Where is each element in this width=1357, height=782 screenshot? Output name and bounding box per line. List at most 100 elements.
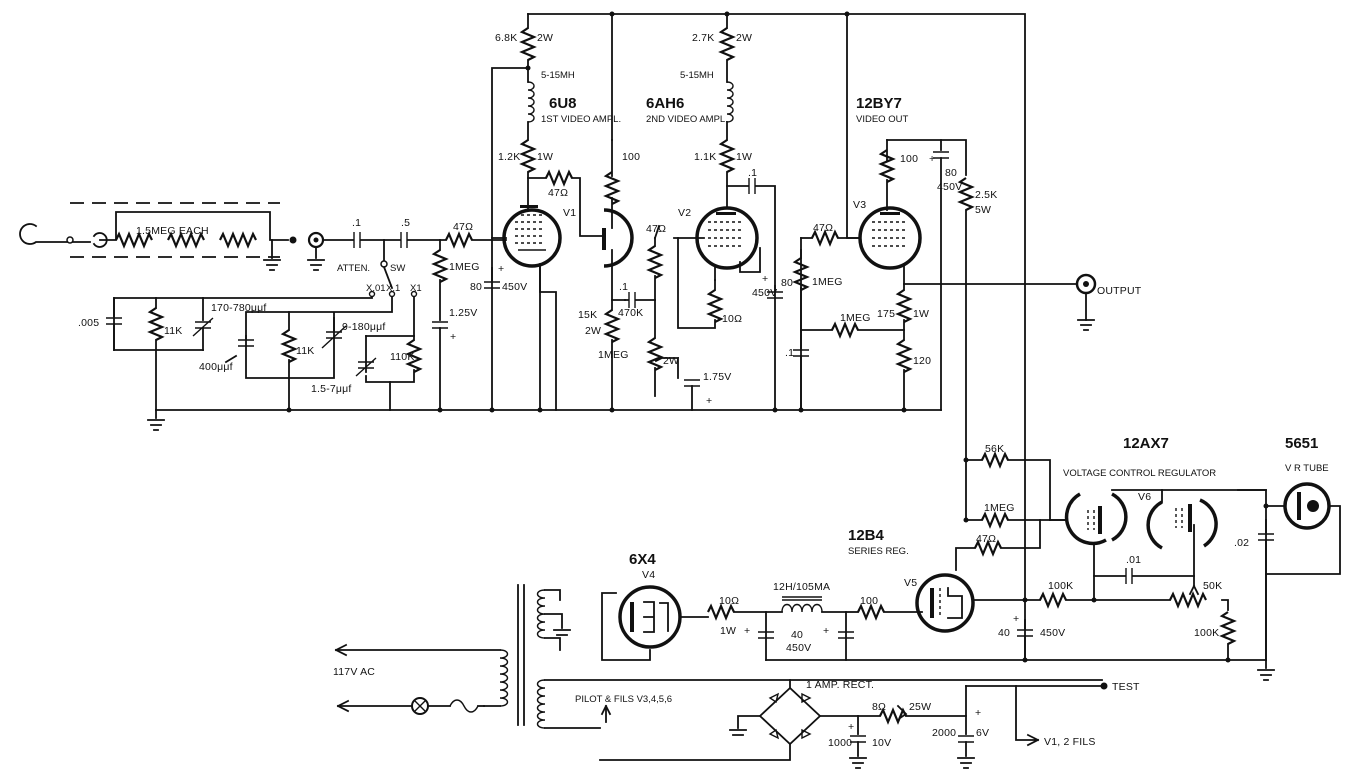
rect-label: 1 AMP. RECT. [806,679,874,691]
v3-stage [792,139,1077,521]
r-1-1k-label: 1.1K [694,151,716,163]
r-47-v5-label: 47Ω [976,533,996,545]
v3-function: VIDEO OUT [856,114,908,125]
r-2-5k-label: 2.5K [975,189,997,201]
c-40-flt-label: 40 [791,629,803,641]
c-80-v2-volts: 450V [752,287,777,299]
c-0-01-label: .01 [1126,554,1141,566]
r-47-in-label: 47Ω [453,221,473,233]
r-100-v2-label: 100 [622,151,640,163]
choke-label: 12H/105MA [773,581,830,593]
v1-grid-network [431,239,500,411]
vr-type: 5651 [1285,435,1318,452]
v1-triode-section [602,139,634,411]
v2-type: 6AH6 [646,95,684,112]
r-10-v4-watt: 1W [720,625,736,637]
r-2-5k-watt: 5W [975,204,991,216]
atten-label: ATTEN. [337,263,370,274]
c-40-v5-volts: 450V [1040,627,1065,639]
r-6-8k-label: 6.8K [495,32,517,44]
fils-label: V1, 2 FILS [1044,736,1096,748]
r-100-v5-label: 100 [860,595,878,607]
ground-bus [147,407,942,431]
v5-function: SERIES REG. [848,546,909,557]
r-110k-label: 110K [390,351,415,363]
x01-label: X.01 [366,283,386,294]
r-1meg-pot-watt: 2W [663,355,679,367]
r-2-7k-watt: 2W [736,32,752,44]
r-8-label: 8Ω [872,701,886,713]
output-jack [1075,273,1097,331]
r-1-2k-label: 1.2K [498,151,520,163]
v5-type: 12B4 [848,527,885,544]
r-47-v3-label: 47Ω [813,222,833,234]
attenuator-network [106,290,423,411]
r-100k-b-label: 100K [1194,627,1219,639]
c-1-25-plus: + [450,331,456,343]
r-100-v3-label: 100 [900,153,918,165]
c-80-v2-plus: + [762,273,768,285]
c-02-label: .02 [1234,537,1249,549]
v2-cathode-cap [767,285,783,299]
v1-plate-chain [491,13,605,411]
r-1-2k-watt: 1W [537,151,553,163]
c-2000-volts: 6V [976,727,989,739]
c-80-v2-label: 80 [781,277,793,289]
r-1meg-v3-label: 1MEG [812,276,843,288]
pilot-arrow [600,704,612,723]
test-label: TEST [1112,681,1140,693]
c-40-flt-volts: 450V [786,642,811,654]
v2-tube [673,206,761,329]
in-res-label: 1.5MEG EACH [136,225,209,237]
regulator-wiring [765,451,1341,681]
r-56k-label: 56K [985,443,1004,455]
c-9-180-label: 9-180μμf [342,321,385,333]
c-2000-label: 2000 [932,727,956,739]
b-plus-rail [527,11,1026,661]
c-1-5-label: 1.5-7μμf [311,383,352,395]
c-0-1-b-label: .1 [619,281,628,293]
v1-function: 1ST VIDEO AMPL. [541,114,621,125]
vr-function: V R TUBE [1285,463,1329,474]
r-470k-label: 470K [618,307,643,319]
c-1-75-plus: + [706,395,712,407]
c-80-v3-label: 80 [945,167,957,179]
r-50k-label: 50K [1203,580,1222,592]
r-8-watt: 25W [909,701,931,713]
c-170-label: 170-780μμf [211,302,267,314]
v6-type: 12AX7 [1123,435,1169,452]
v4-type: 6X4 [629,551,656,568]
power-transformer [334,584,1103,729]
c-1000-volts: 10V [872,737,891,749]
r-15k-watt: 2W [585,325,601,337]
r-1meg-fb-label: 1MEG [840,312,871,324]
r-10-v4-label: 10Ω [719,595,739,607]
c-40-v5-label: 40 [998,627,1010,639]
r-11k-a-label: 11K [164,325,183,337]
pilot-label: PILOT & FILS V3,4,5,6 [575,694,672,705]
c-80-v1-plus: + [498,263,504,275]
r-175-label: 175 [877,308,895,320]
input-coupling [307,231,507,290]
c-80-v3-volts: 450V [937,181,962,193]
v3-ref: V3 [853,199,866,211]
c-1-25-label: 1.25V [449,307,477,319]
v1-ref: V1 [563,207,576,219]
xone-label: X1 [410,283,422,294]
r-1-1k-watt: 1W [736,151,752,163]
v6-function: VOLTAGE CONTROL REGULATOR [1063,468,1216,479]
r-11k-b-label: 11K [296,345,315,357]
r-47-v2-label: 47Ω [646,223,666,235]
r-100k-a-label: 100K [1048,580,1073,592]
c-40-b-plus: + [823,625,829,637]
test-point [1100,682,1108,690]
v5-ref: V5 [904,577,917,589]
c-40-a-plus: + [744,625,750,637]
v2-ref: V2 [678,207,691,219]
v4-ref: V4 [642,569,655,581]
c-in1-label: .1 [352,217,361,229]
r-120-label: 120 [913,355,931,367]
c-1000-plus: + [848,721,854,733]
c-0-1-c-label: .1 [785,347,794,359]
